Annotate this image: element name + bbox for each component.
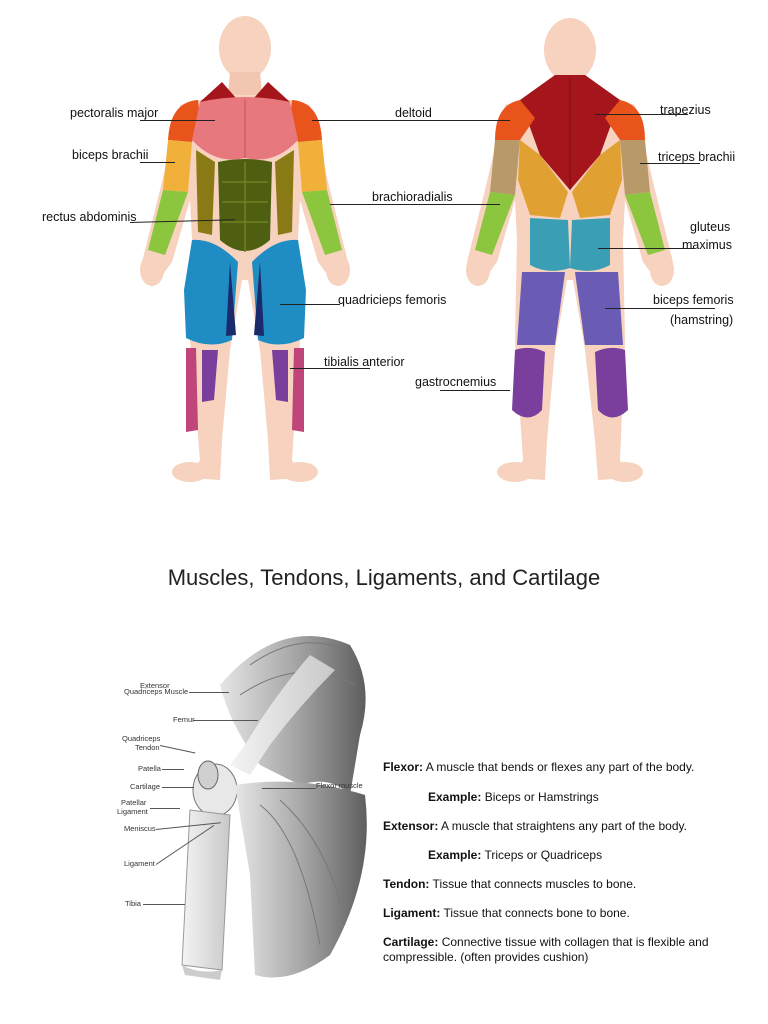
label-deltoid: deltoid <box>395 106 432 120</box>
back-triceps-right <box>620 140 650 195</box>
text-extensor: A muscle that straightens any part of th… <box>438 819 687 833</box>
back-gastrocnemius-left <box>512 347 545 418</box>
term-extensor-example: Example: <box>428 848 482 862</box>
back-gastrocnemius-right <box>595 347 628 418</box>
knee-leader-patellar-ligament <box>150 808 180 809</box>
label-gastrocnemius: gastrocnemius <box>415 375 497 389</box>
def-tendon: Tendon: Tissue that connects muscles to … <box>383 877 753 892</box>
knee-label-patellar-ligament-2: Ligament <box>117 807 148 816</box>
knee-leader-femur <box>193 720 258 721</box>
label-biceps-femoris-1: biceps femoris <box>653 293 734 307</box>
leader-biceps-brachii <box>140 162 175 163</box>
label-biceps-femoris-2: (hamstring) <box>670 313 734 327</box>
front-deltoid-left <box>168 100 200 142</box>
label-quadriceps-femoris: quadricieps femoris <box>338 293 447 307</box>
def-flexor-example: Example: Biceps or Hamstrings <box>428 790 768 805</box>
label-triceps-brachii: triceps brachii <box>658 150 736 164</box>
knee-label-extensor-2: Quadriceps Muscle <box>124 687 189 696</box>
leader-gastrocnemius <box>440 390 510 391</box>
leader-brachioradialis <box>330 204 500 205</box>
term-flexor: Flexor: <box>383 760 424 774</box>
front-deltoid-right <box>290 100 322 142</box>
knee-label-patellar-ligament-1: Patellar <box>121 798 147 807</box>
text-extensor-example: Triceps or Quadriceps <box>481 848 603 862</box>
leader-trapezius <box>595 114 688 115</box>
front-tibialis-left <box>186 348 198 432</box>
text-flexor: A muscle that bends or flexes any part o… <box>423 760 695 774</box>
term-extensor: Extensor: <box>383 819 439 833</box>
knee-illustration <box>181 636 367 980</box>
knee-label-extensor-1: Extensor <box>140 681 170 690</box>
leader-gluteus <box>598 248 695 249</box>
back-gluteus <box>530 218 610 271</box>
label-trapezius: trapezius <box>660 103 711 117</box>
front-figure <box>140 16 350 482</box>
knee-label-ligament: Ligament <box>124 859 155 868</box>
section-title: Muscles, Tendons, Ligaments, and Cartila… <box>167 565 601 590</box>
label-rectus-abdominis: rectus abdominis <box>42 210 137 224</box>
front-forearm-left <box>148 190 188 255</box>
knee-label-meniscus: Meniscus <box>124 824 156 833</box>
knee-leader-extensor <box>189 692 229 693</box>
knee-label-patella: Patella <box>138 764 161 773</box>
knee-label-quad-tendon-2: Tendon <box>135 743 160 752</box>
leader-biceps-femoris <box>605 308 715 309</box>
text-cartilage: Connective tissue with collagen that is … <box>383 935 709 964</box>
back-figure <box>466 18 674 482</box>
front-trapezius <box>200 82 290 102</box>
text-ligament: Tissue that connects bone to bone. <box>440 906 630 920</box>
knee-leader-patella <box>162 769 184 770</box>
def-ligament: Ligament: Tissue that connects bone to b… <box>383 906 753 921</box>
knee-label-flexor-muscle: Flexor muscle <box>316 781 363 790</box>
def-extensor: Extensor: A muscle that straightens any … <box>383 819 753 834</box>
back-triceps-left <box>490 140 520 195</box>
front-tibialis-right <box>292 348 304 432</box>
leader-tibialis-anterior <box>290 368 370 369</box>
knee-label-femur: Femur <box>173 715 195 724</box>
front-quad-right <box>252 239 306 345</box>
knee-label-tibia: Tibia <box>125 899 141 908</box>
term-ligament: Ligament: <box>383 906 441 920</box>
back-deltoid-right <box>605 100 645 140</box>
back-hamstring-right <box>575 272 623 345</box>
front-biceps-left <box>163 140 192 192</box>
knee-label-cartilage: Cartilage <box>130 782 161 791</box>
term-tendon: Tendon: <box>383 877 430 891</box>
label-brachioradialis: brachioradialis <box>372 190 453 204</box>
def-extensor-example: Example: Triceps or Quadriceps <box>428 848 768 863</box>
def-flexor: Flexor: A muscle that bends or flexes an… <box>383 760 753 775</box>
knee-label-quad-tendon-1: Quadriceps <box>122 734 161 743</box>
muscle-diagram <box>140 16 674 482</box>
back-lats-right <box>572 140 622 218</box>
term-cartilage: Cartilage: <box>383 935 439 949</box>
front-biceps-right <box>298 140 327 192</box>
front-quad-left <box>184 239 238 345</box>
leader-deltoid <box>312 120 510 121</box>
back-deltoid-left <box>495 100 535 140</box>
label-tibialis-anterior: tibialis anterior <box>324 355 405 369</box>
label-pectoralis-major: pectoralis major <box>70 106 159 120</box>
def-cartilage: Cartilage: Connective tissue with collag… <box>383 935 753 965</box>
leader-triceps-brachii <box>640 163 700 164</box>
front-forearm-right <box>302 190 342 255</box>
label-gluteus-2: maximus <box>682 238 733 252</box>
knee-leader-flexor-muscle <box>262 788 316 789</box>
knee-leader-tibia <box>143 904 185 905</box>
text-tendon: Tissue that connects muscles to bone. <box>429 877 637 891</box>
knee-leader-cartilage <box>162 787 194 788</box>
back-lats-left <box>518 140 568 218</box>
leader-pectoralis-major <box>140 120 215 121</box>
label-gluteus-1: gluteus <box>690 220 731 234</box>
text-flexor-example: Biceps or Hamstrings <box>481 790 599 804</box>
leader-quadriceps-femoris <box>280 304 340 305</box>
back-hamstring-left <box>517 272 565 345</box>
term-flexor-example: Example: <box>428 790 482 804</box>
label-biceps-brachii: biceps brachii <box>72 148 149 162</box>
